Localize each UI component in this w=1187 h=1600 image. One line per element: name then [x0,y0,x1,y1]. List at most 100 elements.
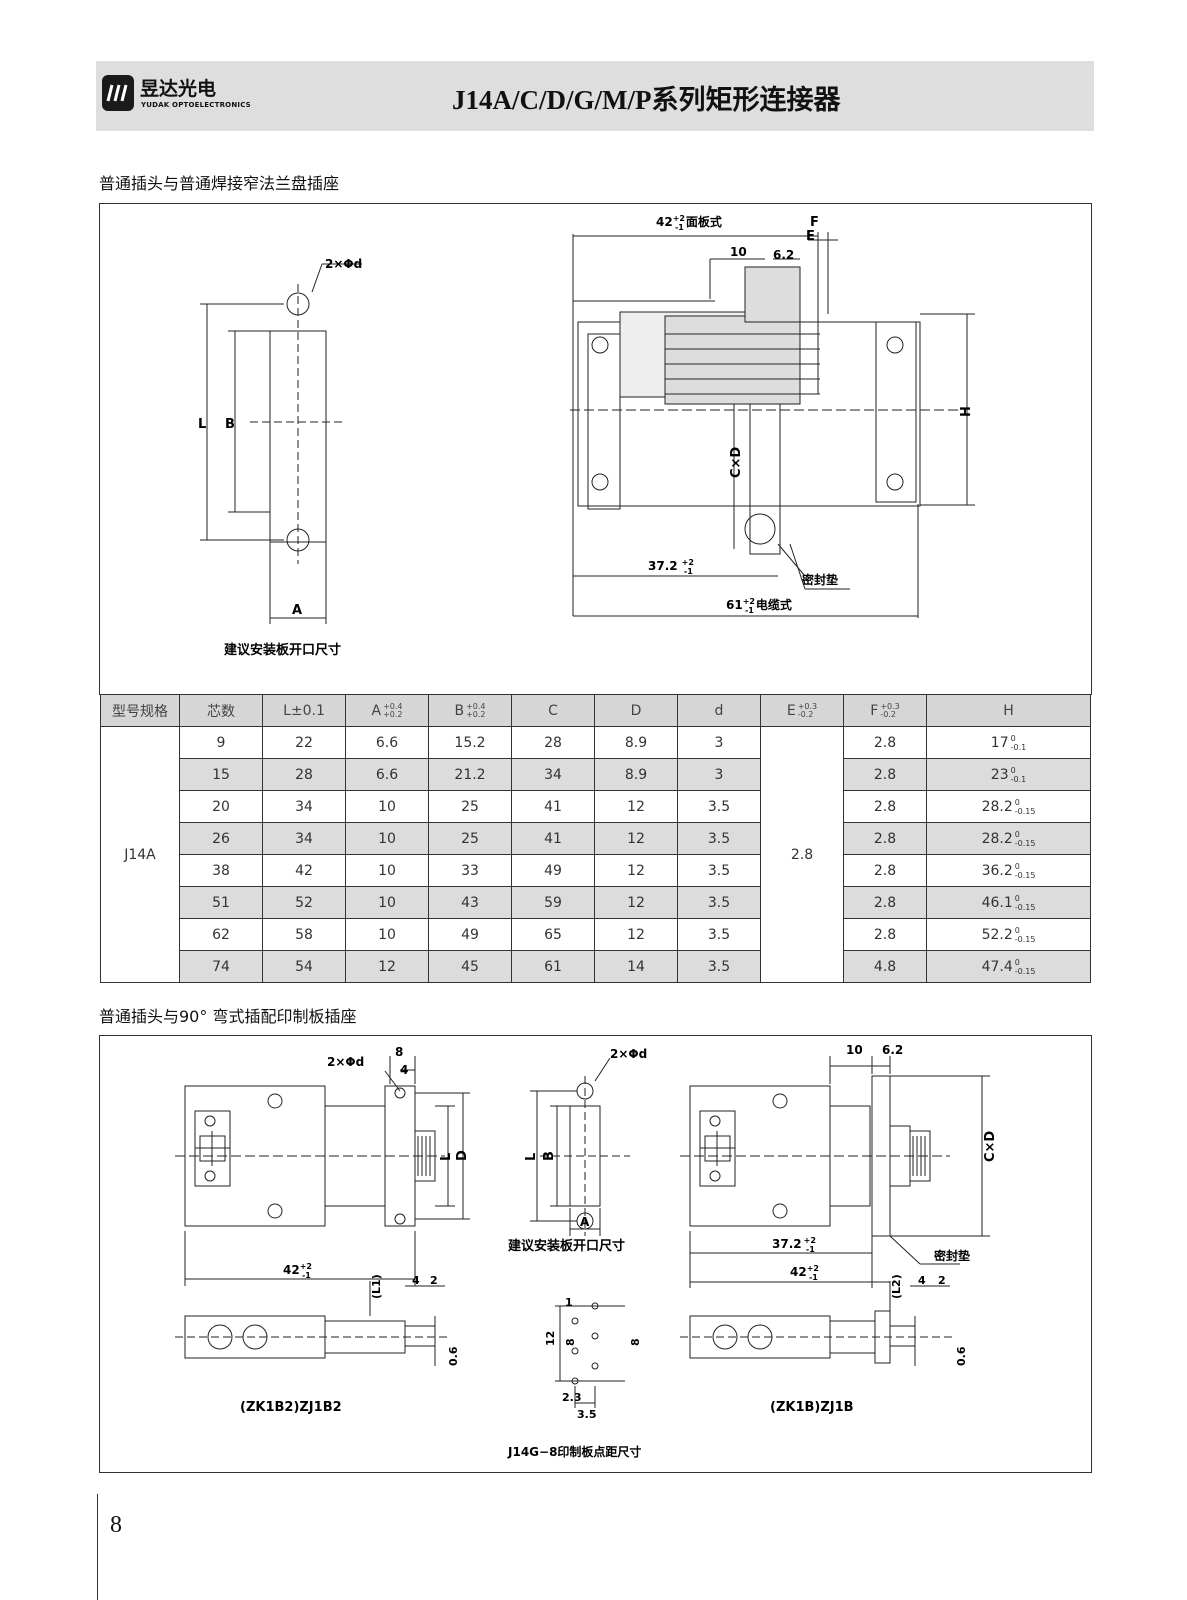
left-hole-label: 2×Φd [327,1055,364,1069]
header-d: d [677,694,761,727]
pcb-caption: J14G−8印制板点距尺寸 [507,1444,641,1459]
cell-d: 3.5 [677,854,761,887]
right-37-2-label: 37.2+2-1 [772,1236,816,1254]
dim-10-label: 10 [730,245,747,259]
cell-D: 12 [594,854,678,887]
center-B-label: B [542,1151,557,1161]
cell-A: 10 [345,790,429,823]
cell-A: 10 [345,918,429,951]
center-cutout-caption: 建议安装板开口尺寸 [508,1238,625,1254]
left-dim-4-label: 4 [412,1274,420,1287]
right-plug-drawing [680,1056,990,1288]
cell-L: 58 [262,918,346,951]
cell-B: 49 [428,918,512,951]
cell-F: 2.8 [843,726,927,759]
cell-d: 3 [677,726,761,759]
dim-6-2-label: 6.2 [773,248,794,262]
right-model-label: (ZK1B)ZJ1B [770,1400,854,1415]
cell-B: 45 [428,950,512,983]
cell-d: 3.5 [677,886,761,919]
dim-8-label: 8 [395,1045,403,1059]
cell-L: 34 [262,790,346,823]
table-header-row: 型号规格 芯数 L±0.1 A+0.4+0.2 B+0.4+0.2 C D d … [100,694,1091,727]
right-gasket-label: 密封垫 [934,1248,970,1263]
cell-B: 25 [428,822,512,855]
center-hole-label: 2×Φd [610,1047,647,1061]
header-B: B+0.4+0.2 [428,694,512,727]
cell-L: 52 [262,886,346,919]
cell-F: 2.8 [843,758,927,791]
logo-english-name: YUDAK OPTOELECTRONICS [141,101,251,109]
cell-D: 12 [594,822,678,855]
right-dim-4-label: 4 [918,1274,926,1287]
pcb-dim-8a-label: 8 [564,1338,577,1346]
connector-drawing-1: 2×Φd L B A 建议安装板开口尺寸 [198,214,975,658]
cell-d: 3.5 [677,822,761,855]
cell-d: 3.5 [677,950,761,983]
page-margin-rule [97,1494,98,1600]
center-L-label: L [524,1153,539,1161]
header-E: E+0.3-0.2 [760,694,844,727]
pcb-dim-12-label: 12 [544,1331,557,1346]
pcb-dim-2-3-label: 2.3 [562,1391,582,1404]
header-H: H [926,694,1091,727]
left-dim-2-label: 2 [430,1274,438,1287]
header-A: A+0.4+0.2 [345,694,429,727]
cell-cores: 9 [179,726,263,759]
cell-B: 33 [428,854,512,887]
right-0-6-label: 0.6 [955,1346,968,1366]
cell-A: 6.6 [345,726,429,759]
cell-F: 2.8 [843,822,927,855]
pcb-dim-3-5-label: 3.5 [577,1408,597,1421]
cell-C: 34 [511,758,595,791]
cell-B: 25 [428,790,512,823]
cutout-B-label: B [225,417,235,432]
left-42-label: 42+2-1 [283,1262,312,1280]
dim-4-label: 4 [400,1063,408,1077]
panel-cutout-drawing [200,263,362,624]
cell-C: 41 [511,822,595,855]
cell-C: 61 [511,950,595,983]
cell-cores: 26 [179,822,263,855]
cutout-A-label: A [292,603,302,618]
left-model-label: (ZK1B2)ZJ1B2 [240,1400,342,1415]
cutout-L-label: L [198,417,206,432]
cell-D: 12 [594,886,678,919]
cell-B: 21.2 [428,758,512,791]
header-model: 型号规格 [100,694,180,727]
left-D-label: D [455,1150,470,1161]
cell-B: 15.2 [428,726,512,759]
cell-cores: 20 [179,790,263,823]
center-cutout-drawing [530,1057,630,1236]
cell-D: 8.9 [594,758,678,791]
gasket-label: 密封垫 [802,572,838,587]
cell-L: 28 [262,758,346,791]
cell-F: 2.8 [843,918,927,951]
dim-37-2-label: 37.2+2-1 [648,558,694,576]
cell-A: 10 [345,854,429,887]
pcb-dim-8b-label: 8 [629,1338,642,1346]
cell-cores: 62 [179,918,263,951]
left-0-6-label: 0.6 [447,1346,460,1366]
cell-d: 3.5 [677,918,761,951]
cell-cores: 51 [179,886,263,919]
cell-L: 42 [262,854,346,887]
dim-CxD-label: C×D [729,447,744,478]
cutout-caption: 建议安装板开口尺寸 [224,642,341,658]
cell-L: 54 [262,950,346,983]
cell-L: 22 [262,726,346,759]
cell-cores: 74 [179,950,263,983]
cell-D: 12 [594,918,678,951]
left-plug-drawing [175,1056,470,1286]
spec-table: 型号规格 芯数 L±0.1 A+0.4+0.2 B+0.4+0.2 C D d … [100,694,1091,983]
cell-D: 14 [594,950,678,983]
cell-C: 49 [511,854,595,887]
